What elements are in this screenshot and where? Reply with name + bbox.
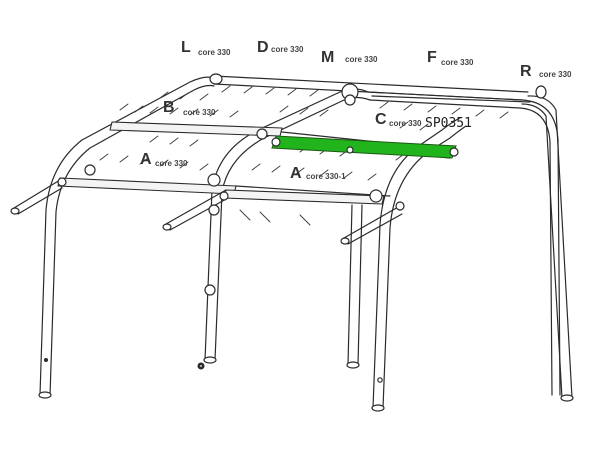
joints [57, 83, 453, 296]
label-M-letter: M [321, 49, 334, 66]
leg-end-middle [346, 361, 360, 369]
cap-R [535, 85, 547, 99]
label-A-left-letter: A [140, 151, 152, 168]
part-number-label: SP0351 [425, 116, 472, 131]
highlighted-part[interactable] [271, 135, 459, 159]
label-R-sub: core 330 [539, 70, 572, 79]
label-R: R core 330 [520, 63, 572, 80]
leg-end-left-rear [38, 391, 52, 399]
label-F: F core 330 [427, 49, 474, 67]
crossbar-B [109, 121, 283, 137]
label-B-letter: B [163, 99, 175, 116]
label-A-left-sub: core 330 [155, 159, 188, 168]
label-C: C core 330 SP0351 [375, 111, 472, 131]
top-rail-D [213, 75, 529, 93]
label-A-right-sub: core 330-1 [306, 172, 346, 181]
label-C-sub: core 330 [389, 119, 422, 128]
label-B: B core 330 [163, 99, 216, 117]
label-L: L core 330 [181, 39, 231, 57]
label-A-right-letter: A [290, 165, 302, 182]
label-F-sub: core 330 [441, 58, 474, 67]
label-B-sub: core 330 [183, 108, 216, 117]
roll-hoop-left [38, 76, 215, 399]
label-A-left: A core 330 [140, 151, 188, 168]
label-M-sub: core 330 [345, 55, 378, 64]
roll-hoop-right [367, 91, 574, 402]
label-A-right: A core 330-1 [290, 165, 346, 182]
label-F-letter: F [427, 49, 437, 66]
cap-L [209, 73, 223, 85]
label-R-letter: R [520, 63, 532, 80]
label-M: M core 330 [321, 49, 378, 66]
label-C-letter: C [375, 111, 387, 128]
leg-end-right-rear [560, 394, 574, 402]
leg-end-front-right [371, 404, 385, 412]
label-L-sub: core 330 [198, 48, 231, 57]
label-L-letter: L [181, 39, 191, 56]
leg-end-center [203, 356, 217, 364]
middle-post [346, 204, 363, 369]
label-D: D core 330 [257, 39, 304, 56]
label-D-sub: core 330 [271, 45, 304, 54]
front-right-post [371, 117, 467, 412]
roof-slats [99, 85, 509, 226]
label-D-letter: D [257, 39, 269, 56]
frame-structure [10, 73, 574, 412]
crossbar-A-right [223, 189, 385, 205]
